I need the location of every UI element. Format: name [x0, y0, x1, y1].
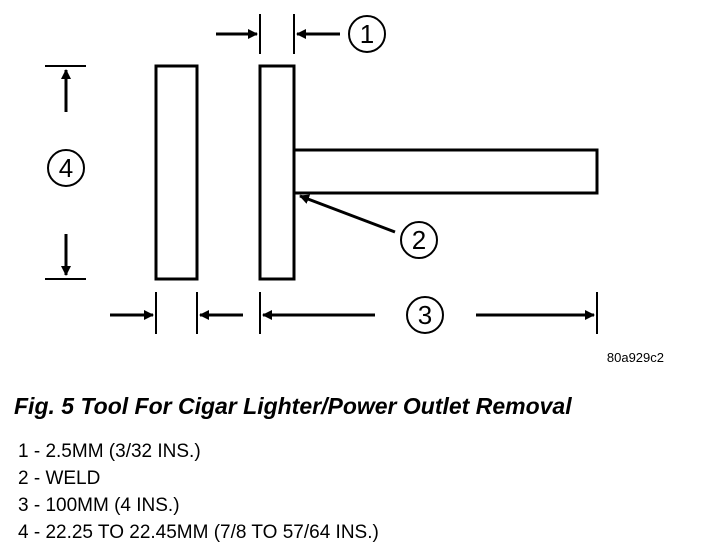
- plate-spacing-dimension: [110, 292, 243, 334]
- figure-caption: Fig. 5 Tool For Cigar Lighter/Power Outl…: [14, 393, 572, 419]
- legend-list: 1 - 2.5MM (3/32 INS.) 2 - WELD 3 - 100MM…: [18, 438, 379, 546]
- arrow-2-leader: [299, 194, 396, 234]
- handle-rod: [292, 148, 599, 195]
- callout-label-4: 4: [59, 153, 73, 183]
- legend-item-2: 2 - WELD: [18, 468, 101, 489]
- callout-label-1: 1: [360, 19, 374, 49]
- callout-circle-3: [406, 296, 444, 334]
- tool-diagram: 1 4 2 3 80a929c2: [45, 14, 664, 365]
- callout-circle-1: [348, 15, 386, 53]
- legend-item-1: 1 - 2.5MM (3/32 INS.): [18, 441, 201, 462]
- callout-circle-2: [400, 221, 438, 259]
- dimension-1: 1: [216, 14, 386, 54]
- dimension-4: 4: [45, 65, 86, 280]
- dimension-3: 3: [259, 292, 598, 334]
- callout-label-2: 2: [412, 225, 426, 255]
- left-plate: [154, 64, 199, 281]
- right-plate: [258, 64, 296, 281]
- legend-item-4: 4 - 22.25 TO 22.45MM (7/8 TO 57/64 INS.): [18, 522, 379, 543]
- weld-callout: 2: [299, 194, 438, 259]
- callout-label-3: 3: [418, 300, 432, 330]
- callout-circle-4: [47, 149, 85, 187]
- figure-id: 80a929c2: [607, 350, 664, 365]
- legend-item-3: 3 - 100MM (4 INS.): [18, 495, 180, 516]
